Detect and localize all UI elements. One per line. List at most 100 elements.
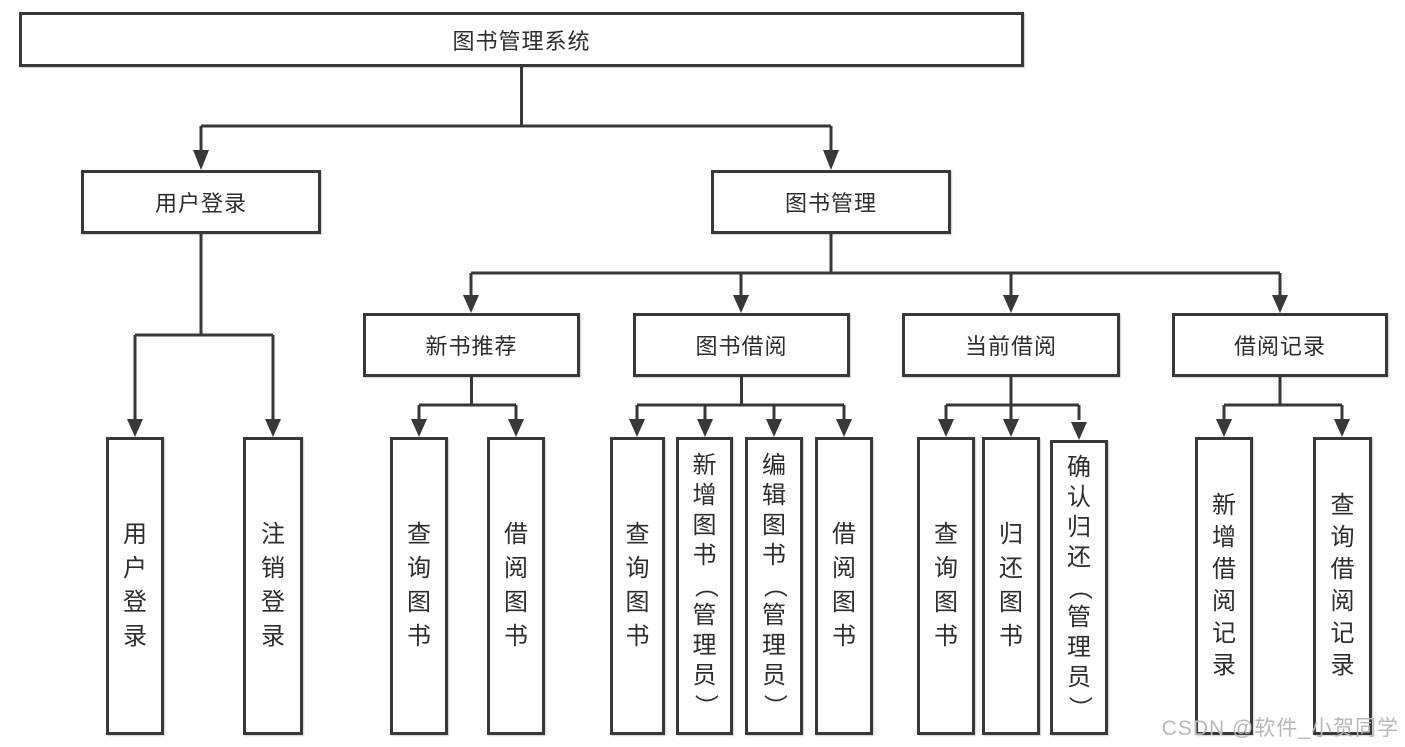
vertical-char: 管 xyxy=(762,602,786,629)
node-label: 图书借阅 xyxy=(695,334,788,359)
vertical-char: 书 xyxy=(762,542,786,569)
node-book-management: 图书管理 xyxy=(711,170,951,234)
node-new-book-recommendation: 新书推荐 xyxy=(363,313,580,377)
vertical-char: 图 xyxy=(692,512,717,539)
node-book-borrowing: 图书借阅 xyxy=(633,313,850,377)
leaf-borrow-books-recommend: 借阅图书 xyxy=(487,437,545,735)
vertical-char: 认 xyxy=(1067,483,1091,511)
vertical-char: ） xyxy=(1066,695,1093,720)
vertical-char: ） xyxy=(691,694,719,718)
vertical-char: 查 xyxy=(1330,492,1355,519)
vertical-char: 图 xyxy=(504,589,528,616)
csdn-watermark: CSDN @软件_小贺同学 xyxy=(1161,717,1399,740)
leaf-user-login: 用户登录 xyxy=(106,437,164,735)
vertical-char: 借 xyxy=(1212,556,1236,583)
vertical-char: 理 xyxy=(762,632,786,659)
vertical-char: 阅 xyxy=(1330,588,1355,615)
vertical-char: 确 xyxy=(1067,453,1091,481)
vertical-char: 注 xyxy=(261,521,285,548)
vertical-char: 增 xyxy=(692,482,717,509)
vertical-char: 户 xyxy=(123,555,147,582)
vertical-char: 书 xyxy=(625,623,650,650)
leaf-query-books-current: 查询图书 xyxy=(917,437,975,735)
vertical-char: 查 xyxy=(625,521,650,548)
vertical-char: 录 xyxy=(1330,652,1355,679)
vertical-char: 归 xyxy=(1067,513,1091,541)
node-label: 图书管理 xyxy=(784,191,877,216)
vertical-char: 阅 xyxy=(504,555,528,582)
vertical-char: 辑 xyxy=(762,482,786,509)
vertical-char: 员 xyxy=(762,662,786,689)
vertical-char: 借 xyxy=(504,521,528,548)
vertical-char: 书 xyxy=(934,623,958,650)
vertical-char: 图 xyxy=(832,589,856,616)
leaf-query-borrow-record: 查询借阅记录 xyxy=(1313,437,1372,735)
node-borrowing-records: 借阅记录 xyxy=(1172,313,1388,377)
vertical-char: 询 xyxy=(1330,524,1355,551)
vertical-char: 管 xyxy=(1067,603,1091,631)
vertical-char: 录 xyxy=(261,623,285,650)
leaf-query-books-borrowing: 查询图书 xyxy=(610,437,665,735)
vertical-char: 登 xyxy=(261,589,285,616)
vertical-char: 登 xyxy=(123,589,147,616)
vertical-char: 增 xyxy=(1212,524,1236,551)
node-label: 用户登录 xyxy=(154,191,247,216)
vertical-char: 询 xyxy=(934,555,958,582)
vertical-char: 书 xyxy=(504,623,528,650)
node-current-borrowing: 当前借阅 xyxy=(902,313,1120,377)
vertical-char: 归 xyxy=(999,521,1023,548)
connector-borrowing-records-children xyxy=(1216,377,1350,437)
vertical-char: 书 xyxy=(999,623,1023,650)
vertical-char: 阅 xyxy=(832,555,856,582)
vertical-char: 员 xyxy=(692,662,717,689)
connector-user-login-children xyxy=(127,234,281,437)
vertical-char: 销 xyxy=(261,555,285,582)
vertical-char: 询 xyxy=(625,555,650,582)
leaf-confirm-return-admin: 确认归还（管理员） xyxy=(1050,440,1108,735)
node-label: 新书推荐 xyxy=(425,334,518,359)
node-label: 图书管理系统 xyxy=(452,28,591,54)
vertical-char: 图 xyxy=(934,589,958,616)
vertical-char: （ xyxy=(1066,575,1093,600)
leaf-edit-books-admin: 编辑图书（管理员） xyxy=(745,437,803,735)
vertical-char: 新 xyxy=(1212,492,1236,519)
vertical-char: 查 xyxy=(934,521,958,548)
vertical-char: （ xyxy=(761,574,788,598)
vertical-char: （ xyxy=(691,574,719,598)
leaf-borrow-books: 借阅图书 xyxy=(815,437,873,735)
vertical-char: 录 xyxy=(1212,652,1236,679)
vertical-char: 录 xyxy=(123,623,147,650)
node-library-management-system: 图书管理系统 xyxy=(19,12,1024,67)
vertical-char: 理 xyxy=(692,632,717,659)
vertical-char: 理 xyxy=(1067,633,1091,661)
leaf-logout: 注销登录 xyxy=(243,437,303,735)
vertical-char: 用 xyxy=(123,521,147,548)
vertical-char: 书 xyxy=(692,542,717,569)
vertical-char: 阅 xyxy=(1212,588,1236,615)
leaf-add-books-admin: 新增图书（管理员） xyxy=(676,437,733,735)
connector-book-management-level3 xyxy=(463,234,1288,313)
vertical-char: 新 xyxy=(692,452,717,479)
vertical-char: 记 xyxy=(1330,620,1355,647)
vertical-char: 图 xyxy=(407,589,431,616)
connector-current-borrowing-children xyxy=(938,377,1087,440)
node-label: 借阅记录 xyxy=(1233,334,1326,359)
connector-book-borrowing-children xyxy=(629,377,852,437)
vertical-char: 书 xyxy=(832,623,856,650)
vertical-char: 询 xyxy=(407,555,431,582)
leaf-add-borrow-record: 新增借阅记录 xyxy=(1195,437,1253,735)
vertical-char: 图 xyxy=(625,589,650,616)
vertical-char: 书 xyxy=(407,623,431,650)
vertical-char: 还 xyxy=(999,555,1023,582)
vertical-char: 图 xyxy=(762,512,786,539)
node-label: 当前借阅 xyxy=(964,334,1057,359)
connector-new-book-children xyxy=(411,377,524,437)
vertical-char: 还 xyxy=(1067,543,1091,571)
leaf-return-books: 归还图书 xyxy=(982,437,1040,735)
leaf-query-books-recommend: 查询图书 xyxy=(390,437,448,735)
vertical-char: ） xyxy=(761,694,788,718)
vertical-char: 图 xyxy=(999,589,1023,616)
connector-root-to-level2 xyxy=(193,67,839,170)
